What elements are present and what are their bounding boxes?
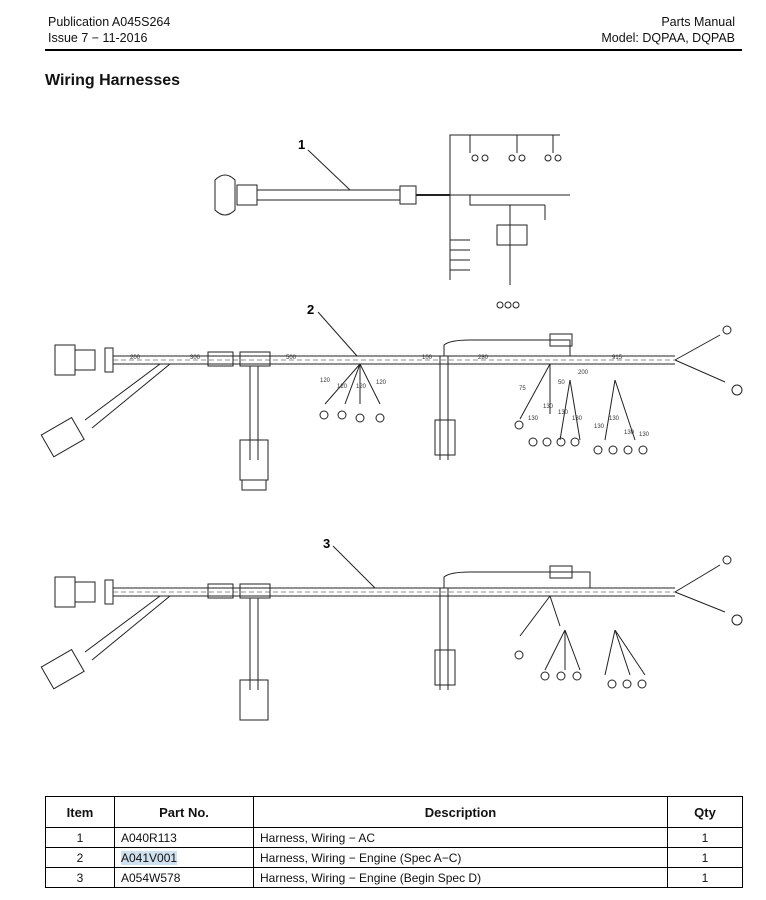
qty-cell: 1 xyxy=(667,867,743,888)
dim-label: 120 xyxy=(337,384,348,390)
dim-label: 915 xyxy=(612,355,623,361)
highlighted-part-no[interactable]: A041V001 xyxy=(121,850,178,865)
dim-label: 130 xyxy=(594,424,605,430)
dim-label: 130 xyxy=(609,416,620,422)
dim-label: 100 xyxy=(422,355,433,361)
table-header-row: Item Part No. Description Qty xyxy=(45,796,743,828)
description-cell: Harness, Wiring − AC xyxy=(253,827,668,848)
dim-label: 120 xyxy=(376,380,387,386)
header-left: Publication A045S264 Issue 7 − 11-2016 xyxy=(48,14,170,46)
col-qty: Qty xyxy=(667,796,743,828)
qty-cell: 1 xyxy=(667,827,743,848)
table-row: 1 A040R113 Harness, Wiring − AC 1 xyxy=(45,827,743,848)
harness-3: 3 xyxy=(40,536,743,721)
dim-label: 130 xyxy=(543,404,554,410)
part-no-cell: A054W578 xyxy=(114,867,254,888)
table-row: 2 A041V001 Harness, Wiring − Engine (Spe… xyxy=(45,847,743,868)
dim-label: 75 xyxy=(519,386,526,392)
header-right: Parts Manual Model: DQPAA, DQPAB xyxy=(601,14,735,46)
dim-label: 300 xyxy=(190,355,201,361)
dim-label: 130 xyxy=(528,416,539,422)
dim-label: 50 xyxy=(558,380,565,386)
col-description: Description xyxy=(253,796,668,828)
issue-date: Issue 7 − 11-2016 xyxy=(48,31,148,45)
part-no-cell: A041V001 xyxy=(114,847,254,868)
harness-1: 1 xyxy=(214,134,570,309)
item-cell: 2 xyxy=(45,847,115,868)
description-cell: Harness, Wiring − Engine (Begin Spec D) xyxy=(253,867,668,888)
dim-label: 200 xyxy=(130,355,141,361)
callout-1: 1 xyxy=(298,137,305,152)
dim-label: 200 xyxy=(578,370,589,376)
col-item: Item xyxy=(45,796,115,828)
parts-table: Item Part No. Description Qty 1 A040R113… xyxy=(45,796,743,888)
model: Model: DQPAA, DQPAB xyxy=(601,31,735,45)
dim-label: 120 xyxy=(320,378,331,384)
callout-2: 2 xyxy=(307,302,314,317)
dim-label: 130 xyxy=(624,430,635,436)
item-cell: 1 xyxy=(45,827,115,848)
publication-number: Publication A045S264 xyxy=(48,15,171,29)
dim-label: 120 xyxy=(356,384,367,390)
dim-label: 130 xyxy=(639,432,650,438)
dim-label: 130 xyxy=(558,410,569,416)
qty-cell: 1 xyxy=(667,847,743,868)
callout-3: 3 xyxy=(323,536,330,551)
dim-label: 130 xyxy=(572,416,583,422)
header-rule xyxy=(45,49,742,51)
dim-label: 500 xyxy=(286,355,297,361)
harness-2: 2 200 300 500 100 28 xyxy=(40,302,743,491)
page-title: Wiring Harnesses xyxy=(45,72,181,89)
item-cell: 3 xyxy=(45,867,115,888)
description-cell: Harness, Wiring − Engine (Spec A−C) xyxy=(253,847,668,868)
part-no-cell: A040R113 xyxy=(114,827,254,848)
table-row: 3 A054W578 Harness, Wiring − Engine (Beg… xyxy=(45,867,743,888)
col-part-no: Part No. xyxy=(114,796,254,828)
wiring-harness-diagram: 1 2 xyxy=(40,134,743,721)
manual-type: Parts Manual xyxy=(661,15,735,29)
dim-label: 280 xyxy=(478,355,489,361)
